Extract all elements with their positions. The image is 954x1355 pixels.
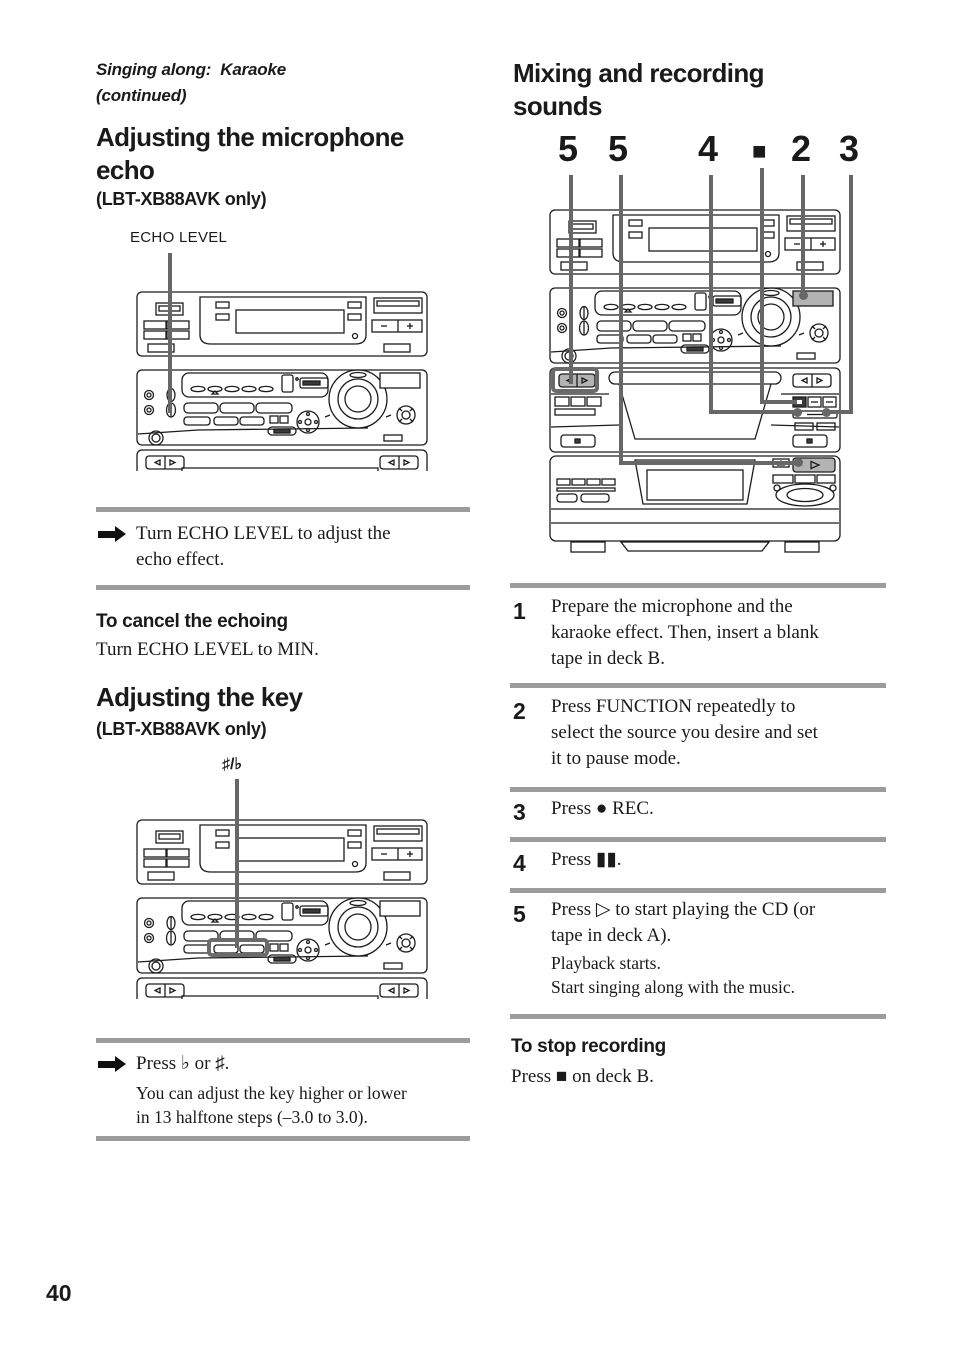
divider-rule — [510, 837, 886, 842]
callout-endpoint-dot — [799, 291, 808, 300]
deck-a-play-highlight — [551, 367, 599, 393]
callout-number-2: 2 — [791, 128, 811, 169]
callout-line-echo-level — [168, 253, 172, 413]
stereo-front-panel-diagram-key — [136, 819, 428, 999]
cancel-echo-heading: To cancel the echoing — [96, 611, 288, 632]
tip-arrow-icon — [98, 526, 126, 542]
divider-rule — [96, 585, 470, 590]
divider-rule — [510, 683, 886, 688]
step-number: 4 — [513, 850, 526, 876]
stop-recording-heading: To stop recording — [511, 1036, 666, 1057]
callout-line-4-horizontal — [711, 410, 801, 414]
callout-line-stop-horizontal — [762, 400, 797, 404]
callout-line-3 — [849, 175, 853, 414]
divider-rule — [96, 1136, 470, 1141]
divider-rule — [96, 1038, 470, 1043]
continued-header: Singing along: Karaoke (continued) — [96, 57, 286, 109]
echo-level-label: ECHO LEVEL — [130, 229, 228, 246]
callout-number-4: 4 — [698, 128, 718, 169]
callout-endpoint-dot — [794, 458, 803, 467]
callout-line-5b — [619, 175, 623, 465]
step-number: 5 — [513, 901, 526, 927]
callout-line-3-horizontal — [824, 410, 851, 414]
key-tip-text: Press ♭ or ♯. — [136, 1053, 230, 1074]
callout-endpoint-dot — [793, 408, 802, 417]
sharp-flat-label: ♯/♭ — [222, 756, 242, 773]
callout-endpoint-dot — [822, 408, 831, 417]
callout-line-4 — [709, 175, 713, 414]
callout-line-stop — [760, 168, 764, 404]
callout-line-5a — [569, 175, 573, 384]
step-note: Playback starts.Start singing along with… — [551, 953, 796, 997]
divider-rule — [510, 1014, 886, 1019]
divider-rule — [96, 507, 470, 512]
stop-recording-body: Press ■ on deck B. — [511, 1066, 654, 1087]
step-number: 2 — [513, 698, 526, 724]
callout-number-5a: 5 — [558, 128, 578, 169]
model-note-echo: (LBT-XB88AVK only) — [96, 189, 267, 209]
callout-line-5b-horizontal — [621, 461, 801, 465]
tip-arrow-icon — [98, 1056, 126, 1072]
step-text: Press ▮▮. — [551, 849, 622, 870]
callout-line-2 — [801, 175, 805, 295]
callout-number-3: 3 — [839, 128, 859, 169]
cancel-echo-body: Turn ECHO LEVEL to MIN. — [96, 639, 319, 660]
callout-stop-square: ■ — [752, 138, 767, 165]
step-text: Press ● REC. — [551, 798, 654, 819]
divider-rule — [510, 888, 886, 893]
callout-line-key-buttons — [235, 779, 239, 948]
page-number: 40 — [46, 1280, 72, 1306]
divider-rule — [510, 787, 886, 792]
step-number: 3 — [513, 799, 526, 825]
key-buttons-highlight — [207, 938, 269, 957]
continued-header-line1: Singing along: Karaoke — [96, 60, 286, 79]
callout-number-5b: 5 — [608, 128, 628, 169]
stereo-front-panel-diagram-echo — [136, 291, 428, 471]
divider-rule — [510, 583, 886, 588]
model-note-key: (LBT-XB88AVK only) — [96, 719, 267, 739]
step-number: 1 — [513, 598, 526, 624]
section-title-key: Adjusting the key — [96, 682, 303, 712]
continued-header-line2: (continued) — [96, 86, 187, 105]
